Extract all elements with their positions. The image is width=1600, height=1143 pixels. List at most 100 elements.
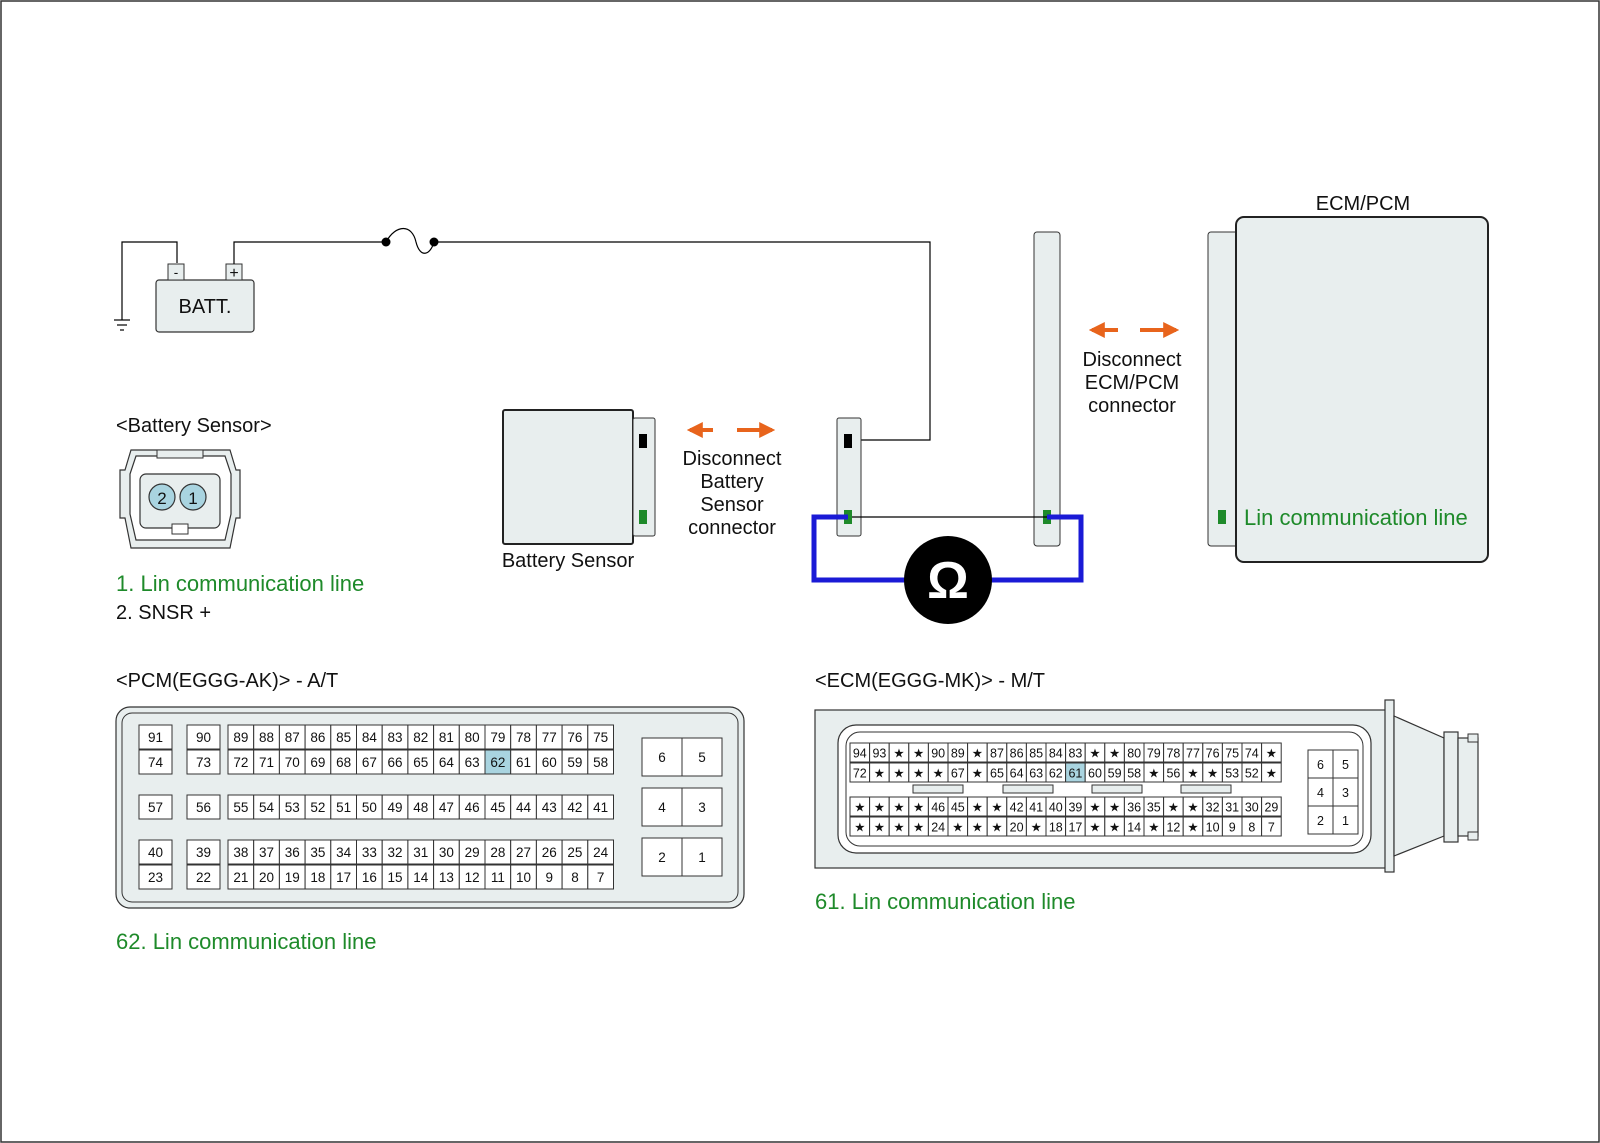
ecm-pin: 36 xyxy=(1123,796,1145,817)
svg-text:28: 28 xyxy=(490,845,505,860)
svg-text:7: 7 xyxy=(1268,821,1275,835)
pcm-pin: 51 xyxy=(330,794,357,820)
pcm-pin: 55 xyxy=(227,794,255,820)
pcm-pin: 45 xyxy=(484,794,512,820)
svg-text:25: 25 xyxy=(567,845,582,860)
svg-text:★: ★ xyxy=(972,767,983,781)
svg-text:61: 61 xyxy=(516,755,531,770)
svg-text:66: 66 xyxy=(388,755,403,770)
ecm-pin: ★ xyxy=(1143,816,1165,837)
svg-text:23: 23 xyxy=(148,870,163,885)
pcm-pin: 81 xyxy=(433,724,460,750)
svg-text:11: 11 xyxy=(491,870,505,885)
svg-text:67: 67 xyxy=(951,767,965,781)
svg-text:★: ★ xyxy=(913,747,924,761)
svg-text:★: ★ xyxy=(1148,767,1159,781)
ecm-connector-title: <ECM(EGGG-MK)> - M/T xyxy=(815,670,1045,692)
pcm-pin: 84 xyxy=(356,724,383,750)
pcm-pin: 88 xyxy=(253,724,280,750)
ecm-pin: ★ xyxy=(967,762,988,783)
pcm-pin: 91 xyxy=(138,724,173,750)
ecm-pin: ★ xyxy=(1202,762,1223,783)
pcm-pin: 60 xyxy=(535,749,563,775)
pcm-pin: 78 xyxy=(510,724,537,750)
svg-text:90: 90 xyxy=(196,730,211,745)
svg-text:43: 43 xyxy=(542,800,557,815)
svg-text:★: ★ xyxy=(913,767,924,781)
svg-text:86: 86 xyxy=(1010,747,1024,761)
ecm-pin: 94 xyxy=(849,742,871,763)
ecm-pin: 59 xyxy=(1104,762,1125,783)
pcm-pin: 11 xyxy=(484,864,512,890)
ecm-pin: 35 xyxy=(1143,796,1165,817)
battery-plus-label: + xyxy=(229,265,238,282)
svg-text:63: 63 xyxy=(1029,767,1043,781)
svg-text:64: 64 xyxy=(1010,767,1024,781)
svg-text:78: 78 xyxy=(1166,747,1180,761)
ecm-pin: 46 xyxy=(927,796,949,817)
ecm-key-slot xyxy=(1091,784,1143,794)
ecm-pin: ★ xyxy=(888,816,910,837)
pcm-pin: 27 xyxy=(510,839,537,865)
ecm-pin: 61 xyxy=(1065,762,1086,783)
ecm-pin: 87 xyxy=(986,742,1008,763)
svg-text:74: 74 xyxy=(148,755,164,770)
ecm-pin: 76 xyxy=(1202,742,1223,763)
svg-text:93: 93 xyxy=(872,747,886,761)
pcm-pin: 86 xyxy=(304,724,332,750)
pcm-pin: 1 xyxy=(681,837,723,877)
pcm-pin: 89 xyxy=(227,724,255,750)
svg-text:45: 45 xyxy=(490,800,505,815)
ecm-pin: 79 xyxy=(1143,742,1165,763)
svg-text:80: 80 xyxy=(465,730,480,745)
sensor-pin-1-label: 1 xyxy=(188,489,197,508)
ecm-lin-label: Lin communication line xyxy=(1244,505,1468,530)
svg-text:5: 5 xyxy=(1342,758,1349,772)
ecm-pin: ★ xyxy=(869,816,890,837)
pcm-pin: 9 xyxy=(535,864,563,890)
ohmmeter-icon xyxy=(904,536,992,624)
svg-text:61: 61 xyxy=(1068,767,1082,781)
svg-text:90: 90 xyxy=(931,747,945,761)
svg-text:72: 72 xyxy=(233,755,248,770)
ecm-pin: 4 xyxy=(1307,777,1334,807)
svg-text:35: 35 xyxy=(1147,801,1161,815)
svg-text:34: 34 xyxy=(336,845,352,860)
ecm-pin: 30 xyxy=(1241,796,1263,817)
svg-text:57: 57 xyxy=(148,800,163,815)
pcm-pin: 37 xyxy=(253,839,280,865)
svg-text:44: 44 xyxy=(516,800,532,815)
svg-text:89: 89 xyxy=(951,747,965,761)
ecm-pin: ★ xyxy=(1182,816,1204,837)
ecm-pin: ★ xyxy=(1084,742,1106,763)
ecm-pin: 32 xyxy=(1202,796,1223,817)
svg-text:67: 67 xyxy=(362,755,377,770)
pcm-pin: 72 xyxy=(227,749,255,775)
ecm-pin: 2 xyxy=(1307,805,1334,835)
svg-text:9: 9 xyxy=(545,870,553,885)
ecm-pin: ★ xyxy=(1261,762,1282,783)
svg-text:26: 26 xyxy=(542,845,557,860)
ecm-pin: ★ xyxy=(1025,816,1047,837)
svg-text:79: 79 xyxy=(490,730,505,745)
ecm-pin: 5 xyxy=(1332,749,1359,779)
disconnect-sensor-line-3: Sensor xyxy=(700,494,764,516)
pcm-pin: 44 xyxy=(510,794,537,820)
svg-text:94: 94 xyxy=(853,747,867,761)
pcm-pin: 6 xyxy=(641,737,683,777)
ecm-pin: 93 xyxy=(869,742,890,763)
ecm-pin: 56 xyxy=(1163,762,1184,783)
battery-minus-terminal xyxy=(167,263,185,281)
ecm-pin: 86 xyxy=(1006,742,1027,763)
sensor-pin-2-label: 2 xyxy=(157,489,166,508)
svg-text:2: 2 xyxy=(658,850,666,865)
ecm-pin: ★ xyxy=(947,816,969,837)
disconnect-ecm-line-3: connector xyxy=(1088,395,1176,417)
sensor-connector-face: 2 1 xyxy=(119,449,241,549)
svg-text:70: 70 xyxy=(285,755,300,770)
svg-text:★: ★ xyxy=(893,747,904,761)
svg-text:79: 79 xyxy=(1147,747,1161,761)
pcm-pin: 77 xyxy=(535,724,563,750)
pcm-pin: 58 xyxy=(587,749,614,775)
